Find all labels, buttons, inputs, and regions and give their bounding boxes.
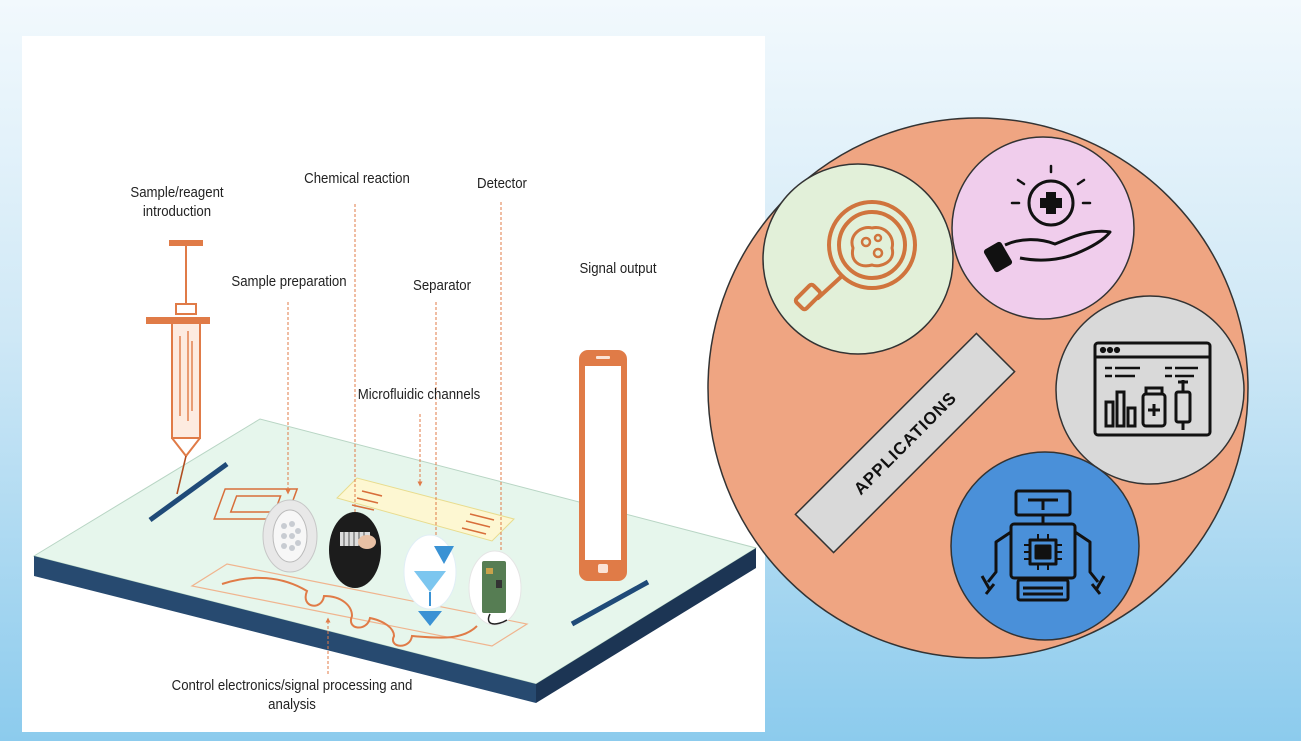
label-chemical-reaction: Chemical reaction [304,170,410,187]
microbe-magnifier-icon [793,200,917,312]
applications-title: APPLICATIONS [850,388,961,499]
syringe-icon [146,240,210,495]
microfluidic-chip-panel: Sample/reagent introduction Chemical rea… [22,36,765,732]
application-circle-green [762,163,954,355]
label-separator: Separator [413,277,471,294]
label-microfluidic-channels: Microfluidic channels [357,386,481,403]
inlet-electrode [148,461,229,523]
label-sample-introduction: Sample/reagent introduction [130,184,224,220]
sample-preparation-image [262,499,318,573]
label-detector: Detector [477,175,527,192]
applications-outer-circle [707,117,1249,659]
robot-chip-icon [980,489,1106,602]
drug-analytics-icon [1093,341,1212,437]
chip-front-side [34,556,536,703]
chip-diagram [32,202,758,703]
application-circle-gray [1055,295,1245,485]
applications-banner: APPLICATIONS [794,332,1016,554]
serpentine-channel [221,576,478,647]
microfluidic-chip [336,477,515,542]
microfluidic-channel-pattern [213,488,495,535]
label-control-electronics: Control electronics/signal processing an… [171,677,413,713]
application-circle-pink [951,136,1135,320]
outlet-electrode [570,579,650,627]
separator-image [403,534,457,626]
chemical-reaction-image [329,512,381,588]
healthcare-hand-icon [983,164,1112,273]
smartphone-icon [579,350,627,581]
detector-image [468,550,522,626]
application-circle-blue [950,451,1140,641]
chip-right-side [536,548,756,703]
label-sample-preparation: Sample preparation [231,273,347,290]
label-signal-output: Signal output [579,260,657,277]
